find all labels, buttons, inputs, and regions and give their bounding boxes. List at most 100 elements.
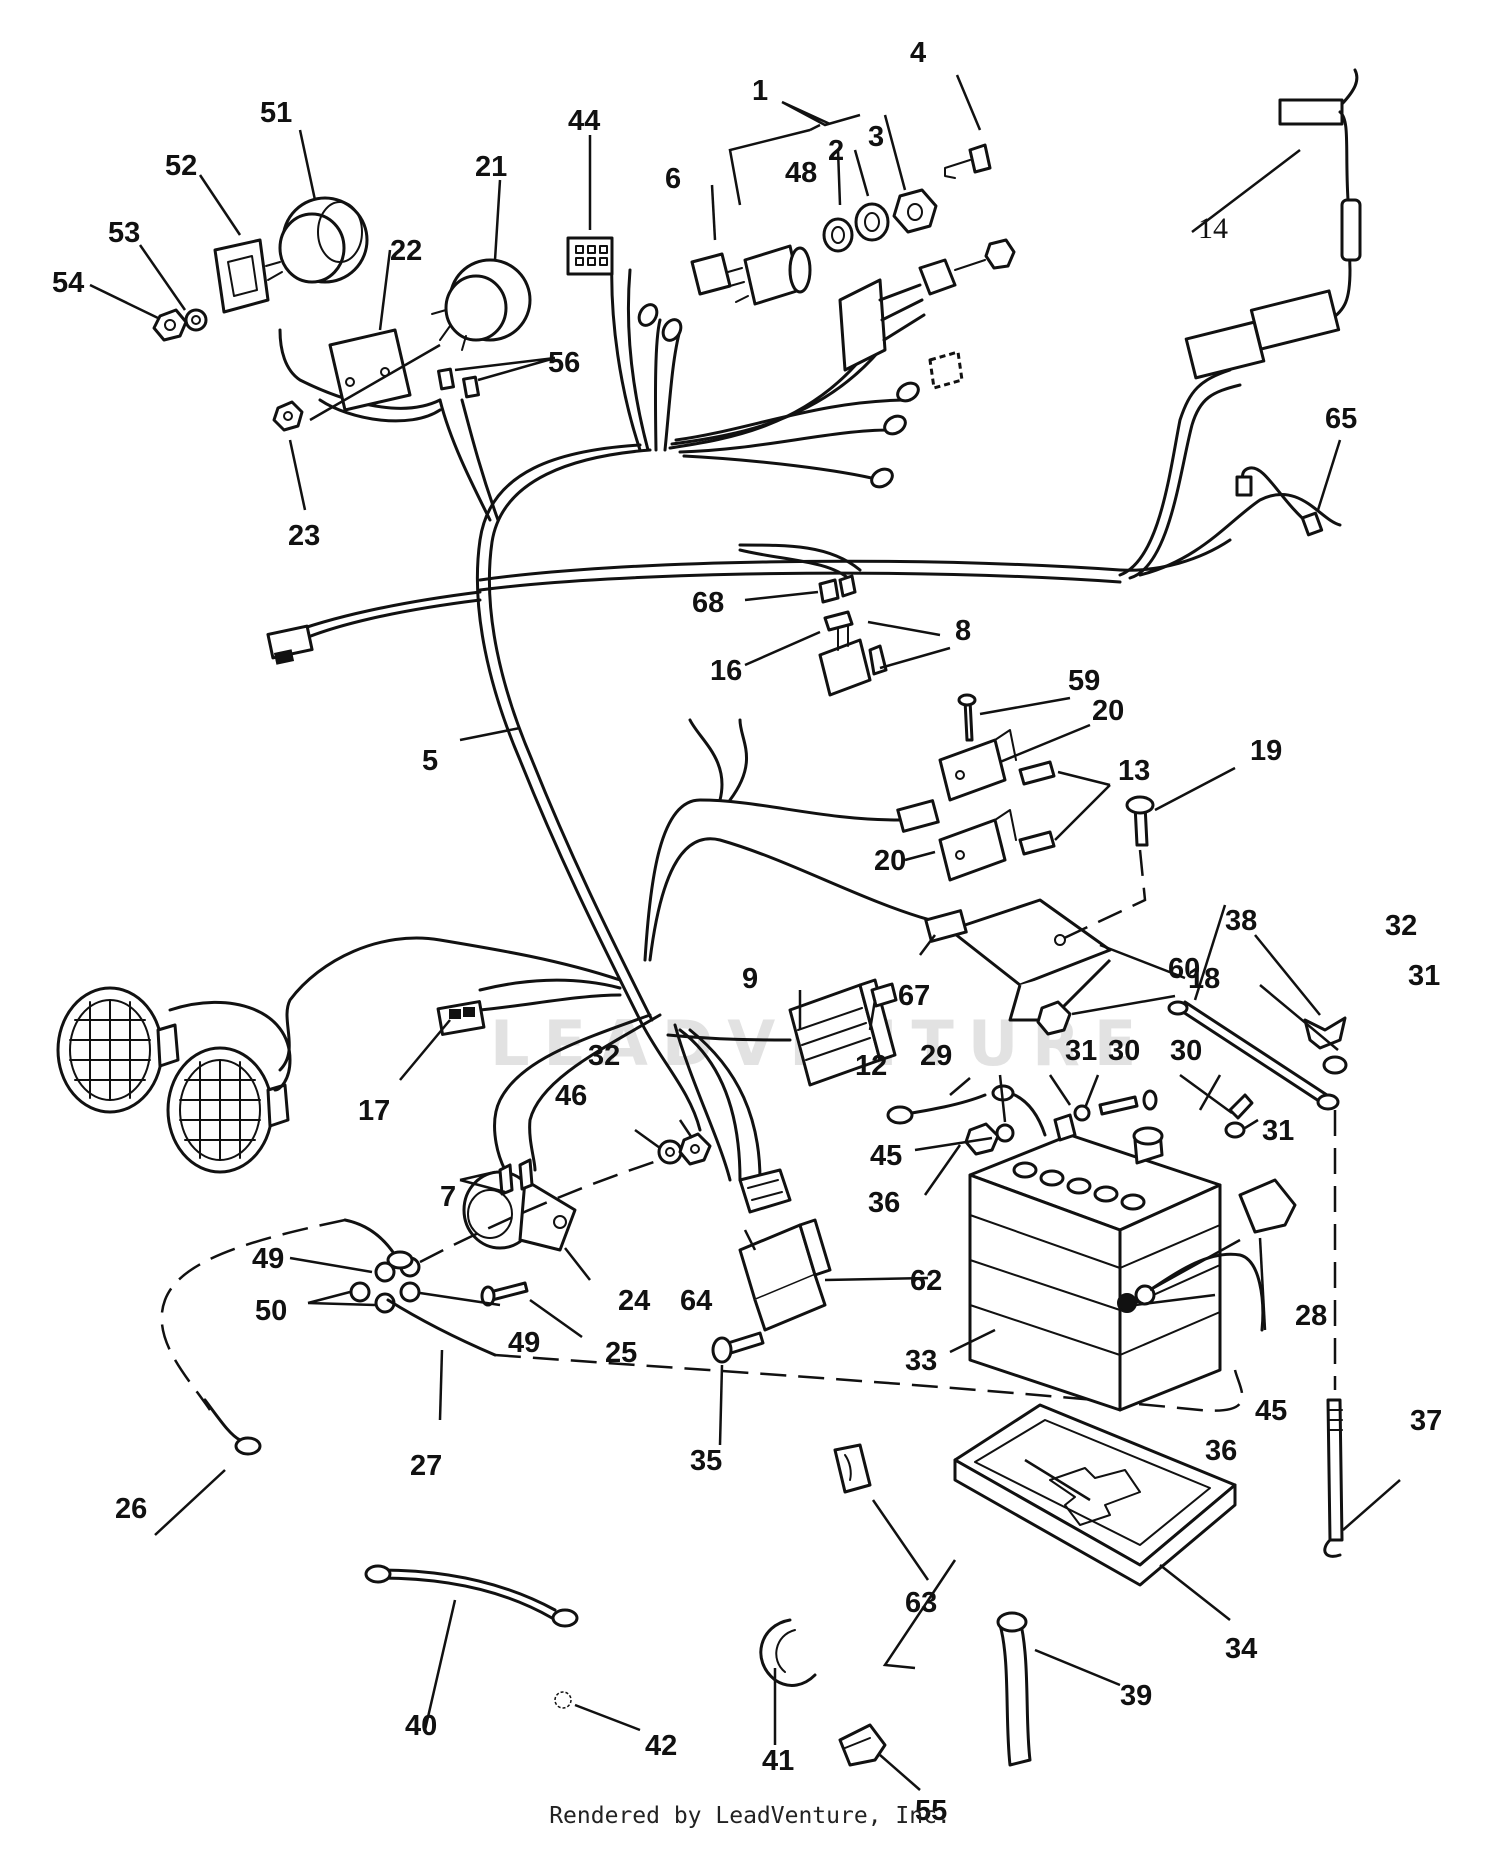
tray-bolt <box>711 1331 765 1364</box>
callout-16: 16 <box>710 655 742 687</box>
wing-nut <box>1303 1016 1347 1050</box>
battery <box>968 1126 1222 1412</box>
wire-clamp-41 <box>759 1618 817 1687</box>
callout-51: 51 <box>260 97 292 129</box>
strap-washer <box>1322 1055 1348 1075</box>
callout-1: 1 <box>752 75 768 107</box>
callout-62: 62 <box>910 1265 942 1297</box>
callout-27: 27 <box>410 1450 442 1482</box>
callout-18: 18 <box>1188 963 1220 995</box>
ignition-connector-plug <box>690 252 732 296</box>
callout-42: 42 <box>645 1730 677 1762</box>
callout-55: 55 <box>915 1795 947 1827</box>
solenoid-screw-25 <box>480 1281 529 1307</box>
callout-labels: 1 2 3 4 5 6 7 8 9 12 13 14 16 17 18 19 2… <box>52 37 1442 1827</box>
callout-63: 63 <box>905 1587 937 1619</box>
callout-19: 19 <box>1250 735 1282 767</box>
render-credit: Rendered by LeadVenture, Inc. <box>549 1803 951 1829</box>
harness-ring-terminals <box>637 303 920 489</box>
battery-jumper-cable <box>886 1084 1047 1137</box>
switch-mounting-bracket <box>948 849 1147 1022</box>
callout-56: 56 <box>548 347 580 379</box>
callout-40: 40 <box>405 1710 437 1742</box>
lock-washer <box>184 308 208 332</box>
leader-lines <box>89 74 1401 1791</box>
callout-35: 35 <box>690 1445 722 1477</box>
callout-25: 25 <box>605 1337 637 1369</box>
callout-45-right: 45 <box>1255 1395 1287 1427</box>
voltage-regulator-module <box>788 978 897 1087</box>
callout-6: 6 <box>665 163 681 195</box>
callout-37: 37 <box>1410 1405 1442 1437</box>
callout-32-right: 32 <box>1385 910 1417 942</box>
terminal-boot <box>1238 1178 1297 1234</box>
multi-pin-connector <box>566 236 614 276</box>
solenoid-nut-32 <box>678 1132 712 1166</box>
interlock-switch-lower <box>938 809 1017 882</box>
callout-34: 34 <box>1225 1633 1257 1665</box>
callout-14: 14 <box>1198 212 1228 245</box>
hold-down-strap <box>1167 1000 1340 1111</box>
switch-connectors-67 <box>896 799 968 943</box>
hex-nut <box>152 308 188 342</box>
callout-2: 2 <box>828 135 844 167</box>
callout-21: 21 <box>475 151 507 183</box>
starter-relay <box>738 1218 832 1332</box>
harness-sleeve-39 <box>996 1611 1032 1767</box>
callout-49-top: 49 <box>252 1243 284 1275</box>
callout-29: 29 <box>920 1040 952 1072</box>
light-switch <box>818 625 888 697</box>
battery-tray <box>953 1403 1237 1587</box>
flange-nut-60 <box>1036 1000 1072 1036</box>
callout-68: 68 <box>692 587 724 619</box>
ground-terminal-65 <box>1235 466 1324 537</box>
switch-terminal-68 <box>818 574 857 604</box>
cable-clip-63 <box>833 1443 872 1494</box>
tachometer-gauge <box>265 196 369 284</box>
callout-46: 46 <box>555 1080 587 1112</box>
switch-screw-59 <box>957 693 977 742</box>
headlight-left <box>56 986 180 1114</box>
callout-28: 28 <box>1295 1300 1327 1332</box>
gauge-mounting-bracket <box>328 328 412 412</box>
callout-53: 53 <box>108 217 140 249</box>
callout-49-bottom: 49 <box>508 1327 540 1359</box>
callout-36-left: 36 <box>868 1187 900 1219</box>
callout-54: 54 <box>52 267 84 299</box>
callout-41: 41 <box>762 1745 794 1777</box>
callout-59: 59 <box>1068 665 1100 697</box>
callout-31-mid: 31 <box>1262 1115 1294 1147</box>
callout-60: 60 <box>1168 953 1200 985</box>
callout-45-left: 45 <box>870 1140 902 1172</box>
callout-9: 9 <box>742 963 758 995</box>
battery-cables <box>160 1158 1244 1456</box>
callout-50: 50 <box>255 1295 287 1327</box>
callout-4: 4 <box>910 37 926 69</box>
hold-down-rod <box>1323 1398 1344 1558</box>
rear-harness-connector <box>266 624 314 665</box>
callout-52: 52 <box>165 150 197 182</box>
callout-20-lower: 20 <box>874 845 906 877</box>
callout-38: 38 <box>1225 905 1257 937</box>
battery-terminal-hardware <box>964 1089 1265 1332</box>
switch-decal <box>823 610 854 632</box>
callout-23: 23 <box>288 520 320 552</box>
callout-36-right: 36 <box>1205 1435 1237 1467</box>
ignition-nut-3 <box>892 188 938 234</box>
callout-32-left: 32 <box>588 1040 620 1072</box>
callout-8: 8 <box>955 615 971 647</box>
ignition-key <box>944 143 992 179</box>
seat-switch-plug <box>1184 68 1362 380</box>
callout-17: 17 <box>358 1095 390 1127</box>
callout-39: 39 <box>1120 1680 1152 1712</box>
callout-64: 64 <box>680 1285 712 1317</box>
headlight-right <box>166 1046 290 1174</box>
callout-33: 33 <box>905 1345 937 1377</box>
callout-12: 12 <box>855 1050 887 1082</box>
interlock-switch-upper <box>938 729 1017 802</box>
callout-26: 26 <box>115 1493 147 1525</box>
callout-13: 13 <box>1118 755 1150 787</box>
callout-24: 24 <box>618 1285 650 1317</box>
gauge-bracket-u <box>213 238 270 314</box>
